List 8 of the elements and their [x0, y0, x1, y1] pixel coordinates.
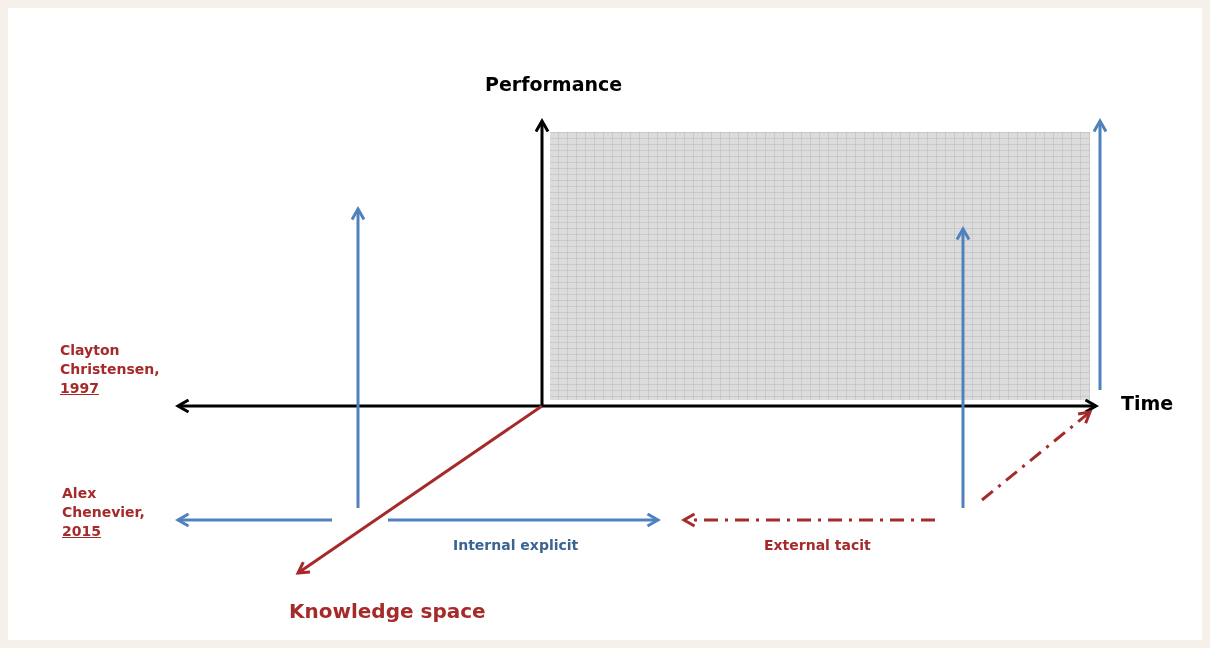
grid-area — [550, 132, 1090, 400]
citation-text: Alex Chenevier, 2015 — [62, 484, 146, 541]
axis-label: Performance — [485, 72, 623, 97]
axis-label: Knowledge space — [289, 598, 486, 625]
arrow-label: Internal explicit — [453, 536, 579, 555]
axis-label: Time — [1121, 391, 1174, 416]
citation-text: Clayton Christensen, 1997 — [60, 341, 161, 398]
arrow-label: External tacit — [764, 536, 871, 555]
